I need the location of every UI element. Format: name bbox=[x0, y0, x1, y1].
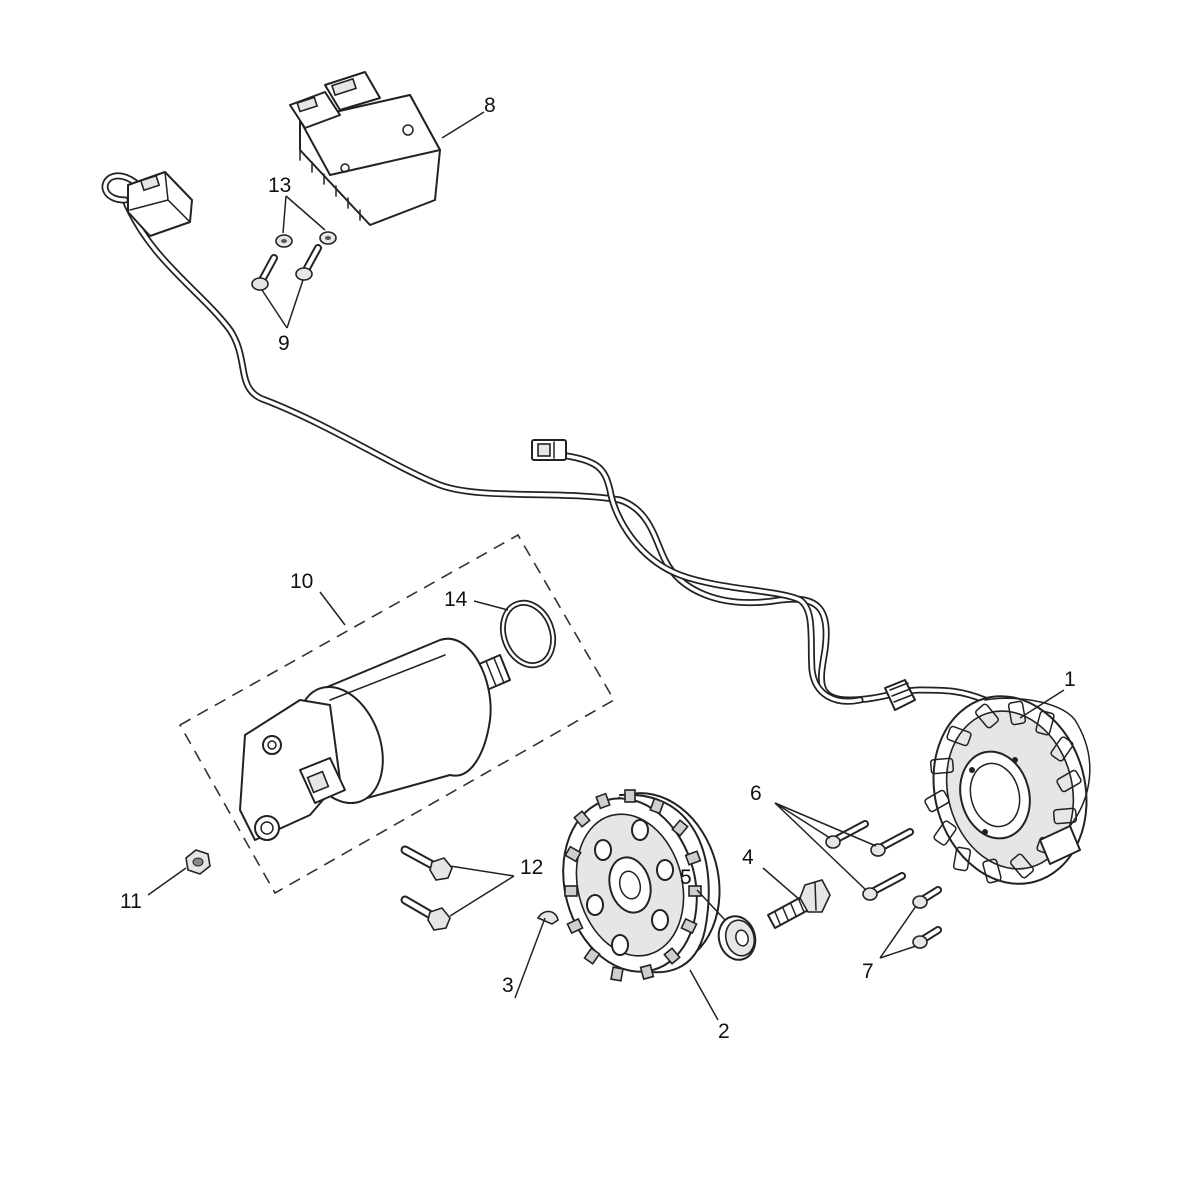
bolt-pair-9-icon bbox=[251, 244, 322, 291]
callout-4: 4 bbox=[742, 846, 754, 869]
regulator-rectifier-icon bbox=[289, 71, 441, 226]
leader-lines bbox=[147, 111, 1065, 1021]
callout-13: 13 bbox=[268, 174, 291, 197]
o-ring-icon bbox=[499, 599, 557, 669]
washer-5-icon bbox=[717, 915, 757, 961]
callout-5: 5 bbox=[680, 866, 692, 889]
screw-set-6-icon bbox=[825, 820, 914, 901]
screw-set-7-icon bbox=[912, 886, 942, 949]
rotor-flywheel-icon bbox=[562, 789, 721, 982]
small-connector-icon bbox=[531, 439, 567, 461]
callout-1: 1 bbox=[1064, 668, 1076, 691]
bolt-pair-12-icon bbox=[400, 845, 453, 931]
callout-9: 9 bbox=[278, 332, 290, 355]
callout-labels: 1 2 3 4 5 6 7 8 9 10 11 12 13 14 bbox=[120, 94, 1076, 1043]
harness-connector-icon bbox=[127, 171, 193, 237]
callout-2: 2 bbox=[718, 1020, 730, 1043]
callout-11: 11 bbox=[120, 890, 142, 913]
starter-motor-icon bbox=[239, 637, 511, 841]
woodruff-key-icon bbox=[536, 910, 559, 925]
callout-3: 3 bbox=[502, 974, 514, 997]
callout-8: 8 bbox=[484, 94, 496, 117]
callout-10: 10 bbox=[290, 570, 313, 593]
stator-icon bbox=[924, 695, 1091, 885]
rotor-bolt-icon bbox=[767, 879, 831, 929]
nut-icon bbox=[185, 849, 211, 875]
callout-7: 7 bbox=[862, 960, 874, 983]
washer-pair-13-icon bbox=[275, 231, 337, 248]
callout-6: 6 bbox=[750, 782, 762, 805]
wiring-harness bbox=[101, 171, 989, 711]
harness-grommet-icon bbox=[884, 679, 916, 711]
callout-12: 12 bbox=[520, 856, 543, 879]
callout-14: 14 bbox=[444, 588, 468, 611]
